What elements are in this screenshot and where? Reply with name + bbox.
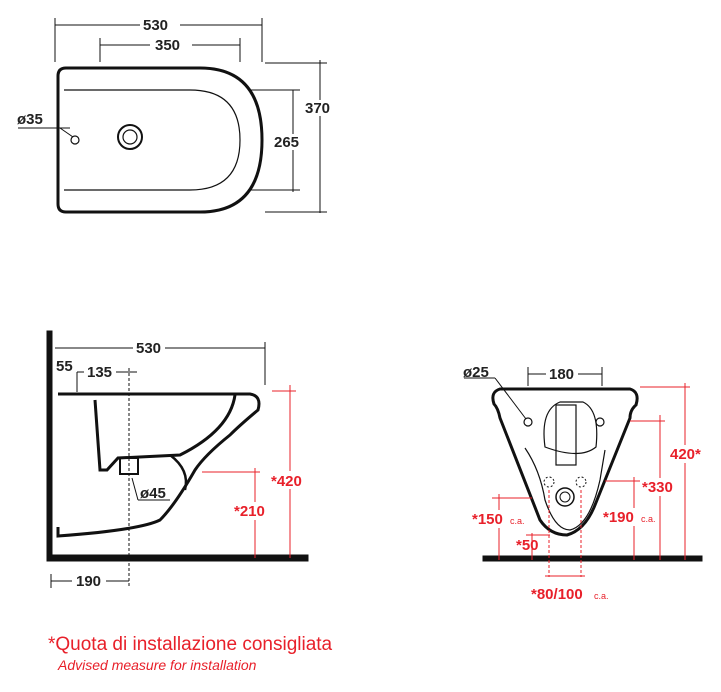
side-offset-55: 55: [56, 358, 73, 375]
front-ca-150: c.a.: [510, 516, 525, 526]
side-drain-diameter: ø45: [140, 485, 166, 502]
side-view: [46, 330, 309, 589]
front-height-150: *150: [472, 511, 503, 528]
front-view: [464, 366, 703, 577]
front-hole-spacing: 180: [549, 366, 574, 383]
front-width-80-100: *80/100: [531, 586, 583, 603]
drain-inner: [122, 129, 138, 145]
front-ca-80-100: c.a.: [594, 591, 609, 601]
side-height-420: *420: [271, 473, 302, 490]
top-depth-265: 265: [274, 134, 299, 151]
drain-outer: [117, 124, 143, 150]
front-height-190: *190: [603, 509, 634, 526]
top-hole-diameter: ø35: [17, 111, 43, 128]
side-outline: [56, 392, 261, 538]
side-width-530: 530: [136, 340, 161, 357]
front-floor: [482, 555, 703, 562]
front-height-330: *330: [642, 479, 673, 496]
side-drain-from-wall: 190: [76, 573, 101, 590]
front-offset-50: *50: [516, 537, 539, 554]
side-height-210: *210: [234, 503, 265, 520]
tap-hole: [70, 135, 80, 145]
front-height-420: 420*: [670, 446, 701, 463]
top-view: [18, 17, 332, 214]
note-italian: *Quota di installazione consigliata: [48, 634, 333, 655]
top-view-outline: [56, 66, 264, 214]
top-view-basin: [64, 89, 241, 191]
top-width-530: 530: [143, 17, 168, 34]
top-width-350: 350: [155, 37, 180, 54]
top-depth-370: 370: [305, 100, 330, 117]
floor: [46, 554, 309, 562]
note-english: Advised measure for installation: [58, 657, 257, 673]
front-hole-diameter: ø25: [463, 364, 489, 381]
side-offset-135: 135: [87, 364, 112, 381]
wall: [46, 330, 53, 562]
front-outline: [491, 387, 639, 537]
front-ca-190: c.a.: [641, 514, 656, 524]
